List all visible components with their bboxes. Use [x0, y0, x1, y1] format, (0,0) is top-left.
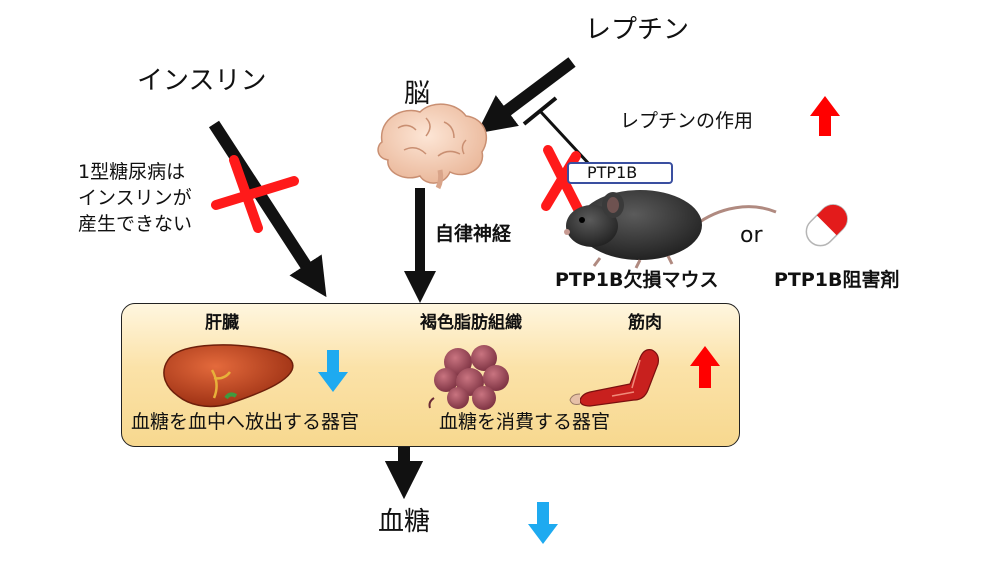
liver-down-arrow — [318, 350, 348, 392]
insulin-arrow — [208, 120, 327, 298]
glucose-down-arrow — [528, 502, 558, 544]
autonomic-nerve-label: 自律神経 — [435, 223, 512, 245]
insulin-label: インスリン — [137, 66, 267, 96]
liver-icon — [163, 344, 294, 408]
muscle-label: 筋肉 — [628, 313, 662, 333]
or-label: or — [740, 223, 763, 248]
leptin-label: レプチン — [585, 15, 690, 45]
ptp1b-inhibition-line — [538, 109, 592, 167]
brown-fat-icon — [428, 345, 509, 410]
diabetes-note-line-1: 1型糖尿病は — [78, 161, 186, 183]
leptin-arrow — [476, 57, 576, 134]
insulin-cross — [211, 155, 299, 233]
knockout-mouse-label: PTP1B欠損マウス — [555, 269, 719, 291]
inhibitor-label: PTP1B阻害剤 — [774, 269, 900, 291]
diabetes-note-line-3: 産生できない — [78, 213, 193, 235]
consume-organ-label: 血糖を消費する器官 — [439, 411, 611, 433]
brown-fat-label: 褐色脂肪組織 — [420, 313, 522, 333]
diabetes-note-line-2: インスリンが — [78, 187, 192, 209]
muscle-up-arrow — [690, 346, 720, 388]
mouse-icon — [564, 190, 777, 269]
ptp1b-inhibition-bar — [522, 96, 558, 126]
leptin-action-label: レプチンの作用 — [620, 110, 754, 132]
ptp1b-tag: PTP1B — [567, 162, 673, 184]
pill-icon — [805, 204, 848, 247]
leptin-up-arrow — [810, 96, 840, 136]
brain-icon — [377, 103, 487, 190]
release-organ-label: 血糖を血中へ放出する器官 — [131, 411, 360, 433]
blood-glucose-label: 血糖 — [378, 507, 431, 537]
liver-label: 肝臓 — [205, 313, 239, 333]
brain-label: 脳 — [404, 79, 431, 109]
muscle-icon — [569, 349, 659, 407]
